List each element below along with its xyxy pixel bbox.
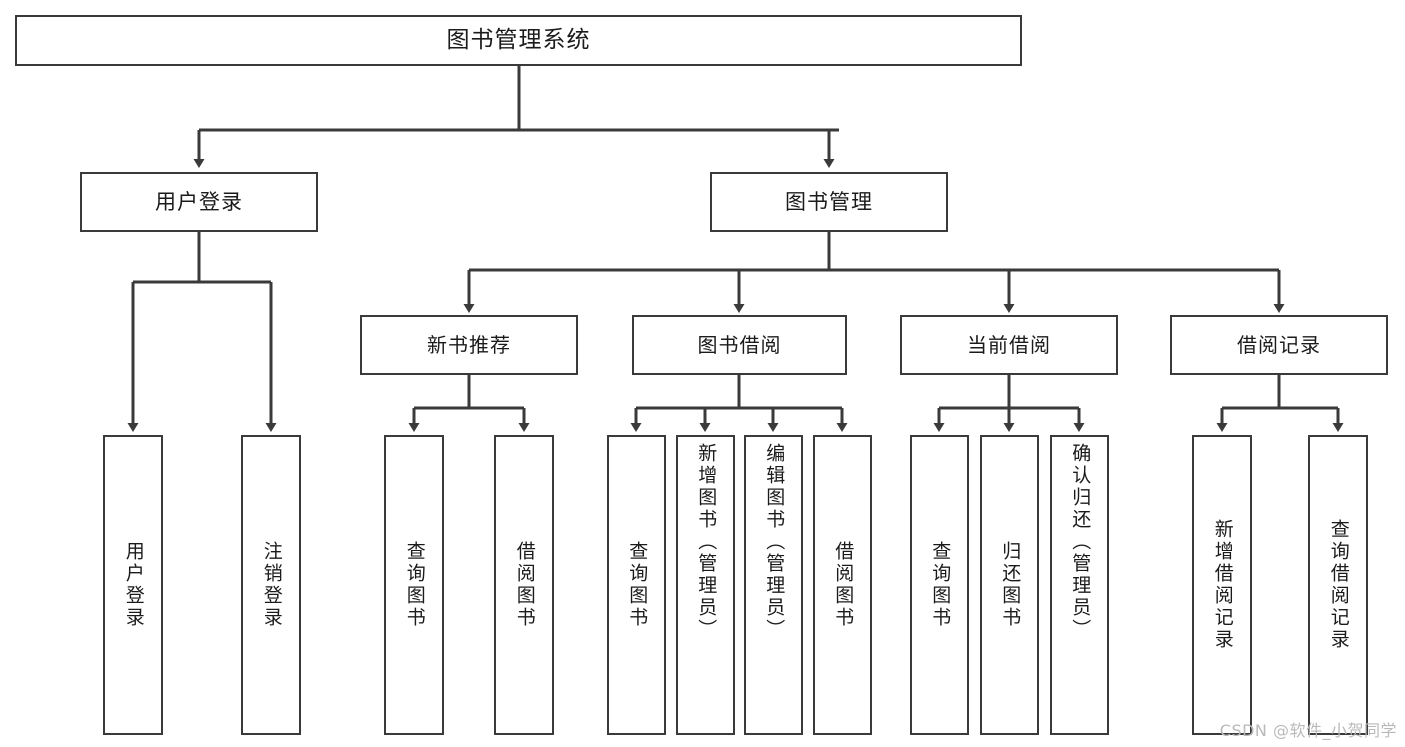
node-leaf-user-login-label: 用户登录	[122, 541, 145, 629]
node-leaf-borrow-book-1-label: 借阅图书	[513, 541, 536, 629]
node-leaf-query-book-1-label: 查询图书	[403, 541, 426, 629]
node-leaf-confirm-return-label: 确认归还（管理员）	[1069, 443, 1092, 641]
node-leaf-borrow-book-2-label: 借阅图书	[832, 541, 855, 629]
node-current-borrow-label: 当前借阅	[967, 332, 1051, 357]
node-leaf-borrow-book-2[interactable]: 借阅图书	[813, 435, 872, 735]
node-leaf-user-logout-label: 注销登录	[260, 541, 283, 629]
node-book-manage[interactable]: 图书管理	[710, 172, 948, 232]
node-leaf-query-record-label: 查询借阅记录	[1327, 519, 1350, 651]
node-leaf-query-book-2[interactable]: 查询图书	[607, 435, 666, 735]
node-leaf-user-logout[interactable]: 注销登录	[241, 435, 301, 735]
node-book-borrow-label: 图书借阅	[697, 332, 782, 357]
node-leaf-borrow-book-1[interactable]: 借阅图书	[494, 435, 554, 735]
node-leaf-add-record-label: 新增借阅记录	[1211, 519, 1234, 651]
node-leaf-add-book[interactable]: 新增图书（管理员）	[676, 435, 735, 735]
node-leaf-add-book-label: 新增图书（管理员）	[695, 443, 718, 641]
node-leaf-add-record[interactable]: 新增借阅记录	[1192, 435, 1252, 735]
node-book-borrow[interactable]: 图书借阅	[632, 315, 847, 375]
node-leaf-query-book-3-label: 查询图书	[929, 541, 952, 629]
node-leaf-query-book-2-label: 查询图书	[626, 541, 649, 629]
node-current-borrow[interactable]: 当前借阅	[900, 315, 1118, 375]
node-leaf-return-book-label: 归还图书	[999, 541, 1022, 629]
node-new-book-recommend-label: 新书推荐	[427, 332, 511, 357]
csdn-watermark: CSDN @软件_小贺同学	[1219, 721, 1397, 740]
node-book-manage-label: 图书管理	[785, 189, 873, 214]
node-user-login-label: 用户登录	[155, 189, 243, 214]
node-leaf-edit-book-label: 编辑图书（管理员）	[763, 443, 786, 641]
node-borrow-record[interactable]: 借阅记录	[1170, 315, 1388, 375]
node-leaf-return-book[interactable]: 归还图书	[980, 435, 1039, 735]
node-leaf-query-record[interactable]: 查询借阅记录	[1308, 435, 1368, 735]
node-root-label: 图书管理系统	[446, 27, 591, 54]
node-root-system[interactable]: 图书管理系统	[15, 15, 1022, 66]
node-borrow-record-label: 借阅记录	[1237, 332, 1321, 357]
node-leaf-confirm-return[interactable]: 确认归还（管理员）	[1050, 435, 1109, 735]
node-leaf-query-book-1[interactable]: 查询图书	[384, 435, 444, 735]
node-leaf-edit-book[interactable]: 编辑图书（管理员）	[744, 435, 803, 735]
node-new-book-recommend[interactable]: 新书推荐	[360, 315, 578, 375]
node-leaf-query-book-3[interactable]: 查询图书	[910, 435, 969, 735]
node-leaf-user-login[interactable]: 用户登录	[103, 435, 163, 735]
node-user-login[interactable]: 用户登录	[80, 172, 318, 232]
